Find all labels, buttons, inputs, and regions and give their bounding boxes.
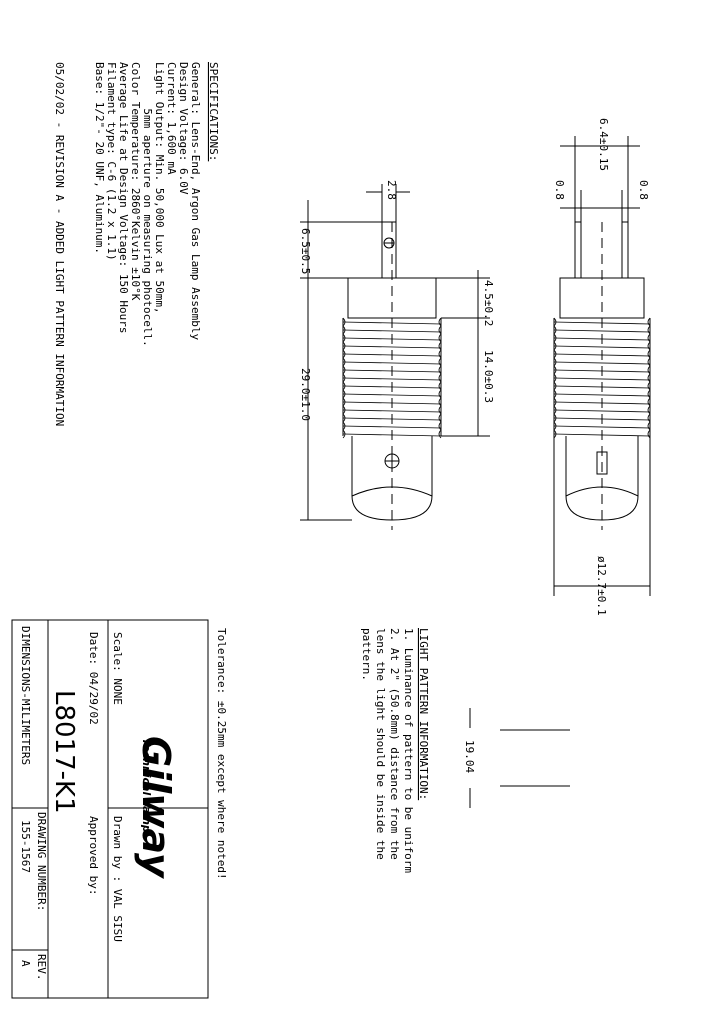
spec-line-color-temp: Color Temperature: 2860°Kelvin ±10°K bbox=[129, 62, 142, 301]
lead-right bbox=[621, 221, 629, 279]
pattern-line-4: pattern. bbox=[360, 628, 373, 681]
spec-line-voltage: Design Voltage: 6.0V bbox=[177, 62, 190, 195]
dim-overall-length: 29.0±1.0 bbox=[299, 368, 312, 421]
lead-left bbox=[574, 221, 582, 279]
gilway-logo: Gilway bbox=[134, 736, 178, 880]
lead-pin bbox=[381, 221, 397, 279]
date: Date: 04/29/02 bbox=[87, 632, 100, 725]
specs-heading: SPECIFICATIONS: bbox=[207, 62, 220, 161]
spec-line-filament: Filament type: C-6 (1.2 x 1.1) bbox=[105, 62, 118, 261]
dim-lead-length: 6.5±0.5 bbox=[299, 228, 312, 274]
drawing-number: 155-1567 bbox=[19, 820, 32, 873]
revision-note: 05/02/02 - REVISION A - ADDED LIGHT PATT… bbox=[53, 62, 66, 426]
lamp-front-view bbox=[553, 136, 651, 596]
spec-line-current: Current: 1,600 mA bbox=[165, 62, 178, 175]
lamp-side-view bbox=[300, 184, 490, 530]
dim-lens-diameter: ø12.7±0.1 bbox=[595, 556, 608, 616]
specifications-block: SPECIFICATIONS: General: Lens-End, Argon… bbox=[53, 62, 220, 426]
approved-by: Approved by: bbox=[87, 816, 100, 895]
rev-value: A bbox=[19, 960, 32, 967]
dim-collar: 4.5±0.2 bbox=[482, 280, 495, 326]
thread-ridges-front bbox=[553, 317, 651, 439]
pattern-heading: LIGHT PATTERN INFORMATION: bbox=[417, 628, 430, 800]
light-pattern-block: LIGHT PATTERN INFORMATION: 1. Luminance … bbox=[360, 628, 570, 873]
scale: Scale: NONE bbox=[111, 632, 124, 705]
dim-lead-thickness: 2.8 bbox=[385, 180, 398, 200]
spec-line-life: Average Life at Design Voltage: 150 Hour… bbox=[117, 62, 130, 334]
rev-label: REV. bbox=[35, 954, 48, 981]
dim-lead-spacing: 6.4±0.15 bbox=[597, 118, 610, 171]
logo-subtitle: Technical Lamp bbox=[140, 738, 153, 833]
units-note: DIMENSIONS-MILIMETERS bbox=[19, 626, 32, 765]
thread-section bbox=[342, 318, 442, 436]
thread-ridges-side bbox=[342, 317, 442, 439]
pattern-line-1: 1. Luminance of pattern to be uniform bbox=[402, 628, 415, 873]
dim-lead-dia-left: 0.8 bbox=[553, 180, 566, 200]
tolerance-note: Tolerance: ±0.25mm except where noted! bbox=[215, 628, 228, 880]
dim-lead-dia-right: 0.8 bbox=[637, 180, 650, 200]
dim-pattern: 19.04 bbox=[463, 740, 476, 773]
dim-thread: 14.0±0.3 bbox=[482, 350, 495, 403]
spec-line-aperture: 5mm aperture on measuring photocell. bbox=[141, 62, 154, 347]
spec-line-base: Base: 1/2"- 20 UNF, Aluminum. bbox=[93, 62, 106, 254]
drawing-number-label: DRAWING NUMBER: bbox=[35, 812, 48, 911]
pattern-line-3: lens the light should be inside the bbox=[374, 628, 387, 860]
part-number: L8017-K1 bbox=[49, 690, 79, 814]
spec-line-general: General: Lens-End, Argon Gas Lamp Assemb… bbox=[189, 62, 202, 341]
pattern-line-2: 2. At 2" (50.8mm) distance from the bbox=[388, 628, 401, 860]
title-block bbox=[11, 619, 209, 999]
spec-line-light-output: Light Output: Min. 50,000 Lux at 50mm, bbox=[153, 62, 166, 314]
drawn-by: Drawn by : VAL SISU bbox=[111, 816, 124, 942]
